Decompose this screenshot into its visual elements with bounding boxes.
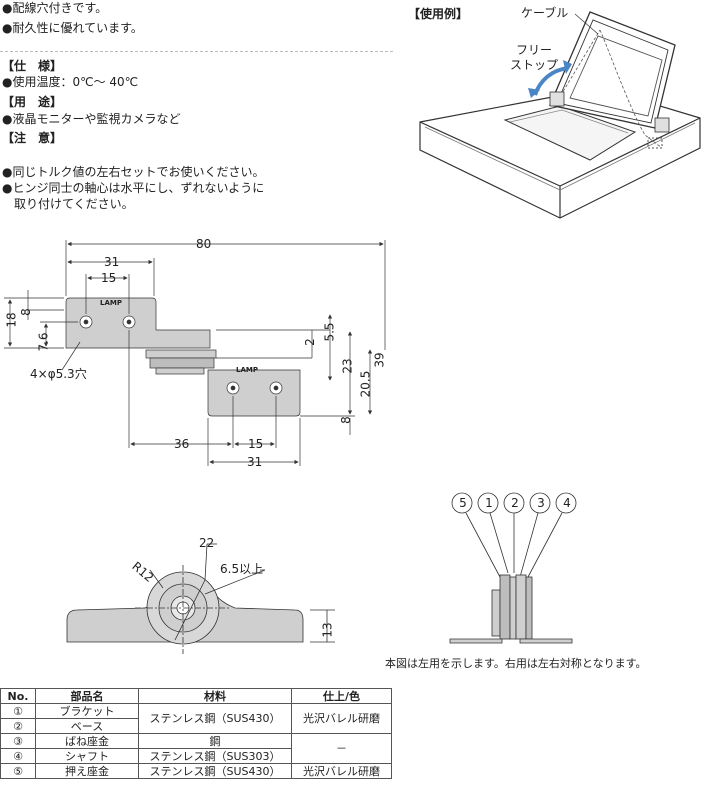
dim-20-5: 20.5 (358, 370, 373, 398)
callout-3: 3 (537, 496, 545, 510)
table-row: ⑤ 押え座金 ステンレス鋼（SUS430） 光沢バレル研磨 (0, 763, 392, 779)
cable-label: ケーブル (521, 6, 569, 20)
note-2: ●ヒンジ同士の軸心は水平にし、ずれないように (2, 181, 265, 195)
dim-5-5: 5.5 (322, 322, 337, 342)
dim-13: 13 (320, 622, 335, 638)
col-material: 材料 (138, 688, 292, 704)
note-heading: 【注 意】 (2, 131, 63, 145)
left-version-note: 本図は左用を示します。右用は左右対称となります。 (385, 657, 647, 670)
row-material: ステンレス鋼（SUS430） (138, 763, 292, 779)
stamp-top: LAMP (100, 299, 122, 307)
dim-22: 22 (199, 536, 215, 550)
callout-1-circle (477, 492, 499, 514)
row-no: ① (0, 703, 36, 719)
dim-15-top: 15 (101, 271, 117, 285)
callout-5: 5 (459, 496, 467, 510)
use-heading: 【用 途】 (2, 95, 63, 109)
row-name: ブラケット (35, 703, 139, 719)
note-3: 取り付けてください。 (2, 197, 134, 211)
feature-durability: ●耐久性に優れています。 (2, 21, 143, 35)
table-row: ③ ばね座金 鋼 － (0, 733, 392, 764)
spec-heading: 【仕 様】 (2, 59, 63, 73)
callout-5-circle (451, 492, 473, 514)
free-stop-label-2: ストップ (510, 58, 559, 72)
section-divider (0, 51, 393, 52)
dim-8-right: 8 (338, 416, 353, 424)
row-material: ステンレス鋼（SUS430） (138, 703, 292, 734)
usage-heading: 【使用例】 (408, 7, 469, 21)
free-stop-label-1: フリー (516, 43, 553, 57)
dim-39: 39 (372, 352, 387, 368)
spec-temperature: ●使用温度：0℃～ 40℃ (2, 75, 139, 89)
callout-3-circle (529, 492, 551, 514)
row-material: ステンレス鋼（SUS303） (138, 748, 292, 764)
table-row: ④ シャフト ステンレス鋼（SUS303） (0, 748, 392, 764)
dim-80: 80 (196, 237, 212, 251)
parts-table: No. 部品名 材料 仕上/色 ① ブラケット ステンレス鋼（SUS430） 光… (0, 688, 392, 779)
dim-15-bottom: 15 (248, 437, 264, 451)
stamp-lamp: LAMP (236, 366, 258, 374)
dim-36: 36 (174, 437, 190, 451)
callout-2: 2 (511, 496, 519, 510)
use-text: ●液晶モニターや監視カメラなど (2, 112, 181, 126)
dim-8-left: 8 (18, 308, 33, 316)
dim-23: 23 (340, 358, 355, 374)
row-material: 鋼 (138, 733, 292, 749)
row-name: ベース (35, 718, 139, 734)
hinge-side-view (66, 543, 335, 654)
dim-31-top: 31 (104, 255, 120, 269)
note-1: ●同じトルク値の左右セットでお使いください。 (2, 165, 265, 179)
dim-6-5: 6.5以上 (220, 562, 264, 576)
col-part-name: 部品名 (35, 688, 139, 704)
usage-illustration (419, 11, 701, 219)
lower-bracket-shape (207, 369, 301, 417)
parts-exploded-view (449, 492, 577, 644)
feature-wiring-hole: ●配線穴付きです。 (2, 1, 108, 15)
table-row: ① ブラケット ステンレス鋼（SUS430） 光沢バレル研磨 (0, 703, 392, 734)
row-name: シャフト (35, 748, 139, 764)
callout-1: 1 (485, 496, 493, 510)
row-finish: － (291, 733, 392, 764)
row-no: ④ (0, 748, 36, 764)
row-no: ② (0, 718, 36, 734)
dim-31-bottom: 31 (247, 455, 263, 469)
callout-4-circle (555, 492, 577, 514)
row-name: ばね座金 (35, 733, 139, 749)
col-finish: 仕上/色 (291, 688, 392, 704)
row-name: 押え座金 (35, 763, 139, 779)
dim-7-6: 7.6 (36, 332, 51, 352)
dim-2: 2 (302, 338, 317, 346)
row-finish: 光沢バレル研磨 (291, 703, 392, 734)
row-no: ⑤ (0, 763, 36, 779)
upper-bracket-shape (65, 297, 211, 349)
hinge-dimension-drawing (4, 240, 386, 466)
row-no: ③ (0, 733, 36, 749)
col-no: No. (0, 688, 36, 704)
hole-spec-label: 4×φ5.3穴 (30, 367, 87, 381)
callout-4: 4 (563, 496, 571, 510)
row-finish: 光沢バレル研磨 (291, 763, 392, 779)
